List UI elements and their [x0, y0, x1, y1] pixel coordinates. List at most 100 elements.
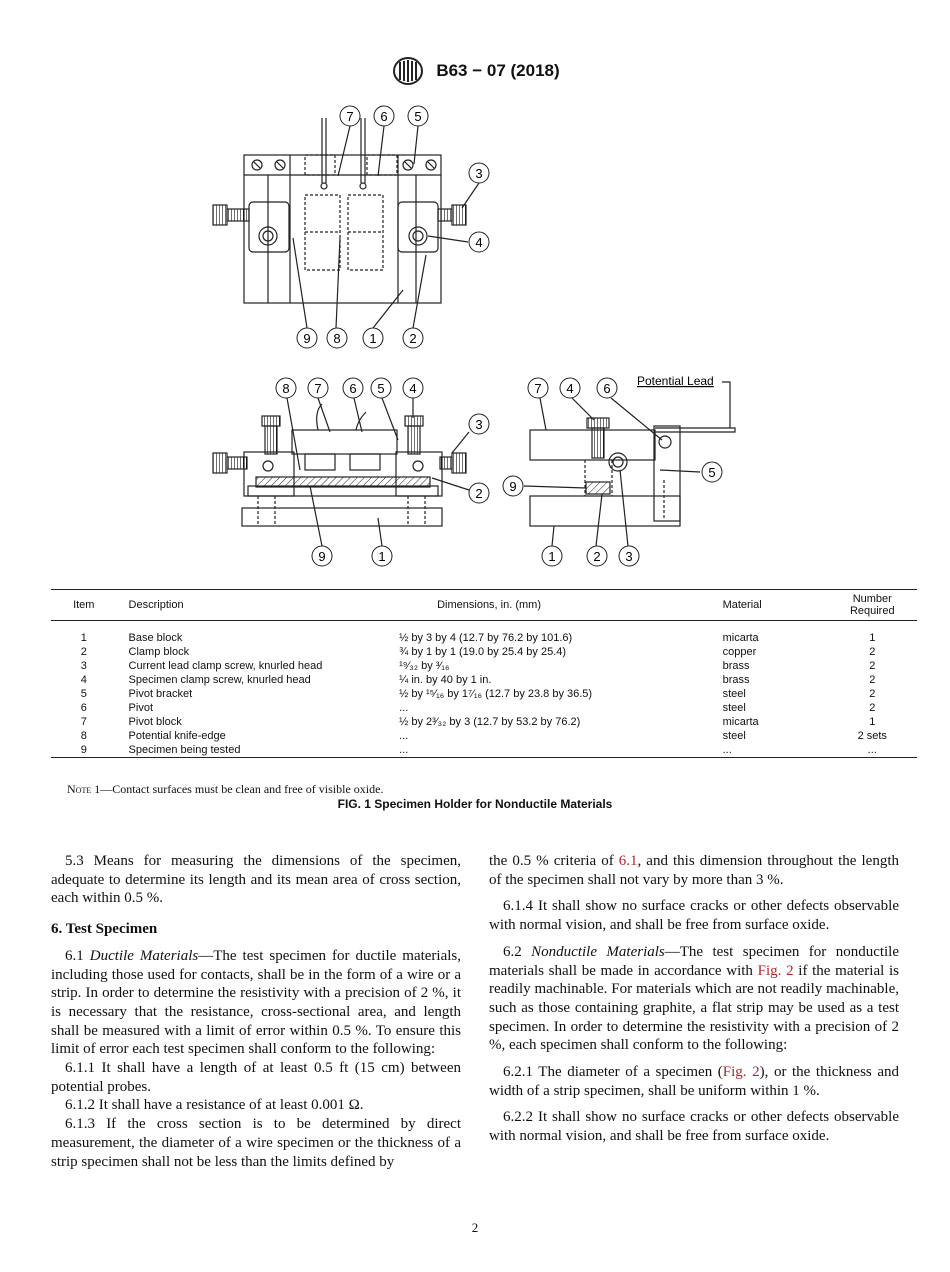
col-dimensions: Dimensions, in. (mm): [397, 589, 721, 621]
paragraph-6-1-1: 6.1.1 It shall have a length of at least…: [51, 1060, 461, 1095]
cell-material: steel: [722, 688, 746, 700]
cell-description: Potential knife-edge: [128, 730, 226, 742]
svg-text:8: 8: [333, 331, 340, 346]
callout-2: 2: [468, 482, 490, 504]
callout-8: 8: [326, 327, 348, 349]
callout-6: 6: [596, 377, 618, 399]
table-header-row: Item Description Dimensions, in. (mm) Ma…: [51, 589, 917, 621]
front-view-callouts: 8 7 6 5 4 3 2 9 1: [275, 377, 490, 567]
paragraph-6-2: 6.2 Nonductile Materials—The test specim…: [489, 943, 900, 1054]
svg-text:5: 5: [414, 109, 421, 124]
svg-text:8: 8: [282, 381, 289, 396]
section-6-1-link[interactable]: 6.1: [618, 853, 638, 869]
callout-8: 8: [275, 377, 297, 399]
fig-2-link[interactable]: Fig. 2: [722, 1064, 760, 1081]
cell-description: Specimen clamp screw, knurled head: [128, 674, 311, 686]
table-spacer: [51, 621, 917, 632]
col-item: Item: [51, 589, 117, 621]
svg-text:5: 5: [708, 465, 715, 480]
callout-6: 6: [373, 105, 395, 127]
side-view-leaders: [523, 381, 731, 547]
cell-description: Base block: [128, 632, 183, 644]
side-view-callouts: 7 4 6 5 9 1 2 3: [502, 377, 723, 567]
cell-item: 7: [80, 716, 87, 728]
cell-description: Pivot bracket: [128, 688, 193, 700]
cell-item: 1: [80, 632, 87, 644]
parts-table: Item Description Dimensions, in. (mm) Ma…: [51, 589, 917, 758]
callout-2: 2: [586, 545, 608, 567]
figure-note: Note 1—Contact surfaces must be clean an…: [67, 782, 384, 796]
top-view-callouts: 7 6 5 3 4 9 8 1 2: [296, 105, 490, 349]
callout-5: 5: [407, 105, 429, 127]
side-view: [529, 417, 736, 527]
svg-text:4: 4: [475, 235, 482, 250]
cell-item: 3: [80, 660, 87, 672]
left-column: 5.3 Means for measuring the dimensions o…: [51, 852, 461, 1171]
table-row: 1 Base block ½ by 3 by 4 (12.7 by 76.2 by …: [51, 631, 917, 645]
callout-7: 7: [339, 105, 361, 127]
cell-number: 2: [869, 688, 876, 700]
page-header: B63 − 07 (2018): [0, 56, 950, 86]
astm-logo: [393, 57, 424, 85]
front-view: [212, 403, 467, 527]
section-heading-6: 6. Test Specimen: [51, 921, 158, 938]
cell-material: steel: [722, 702, 746, 714]
callout-4: 4: [468, 231, 490, 253]
cell-item: 2: [80, 646, 87, 658]
standard-designation: B63 − 07 (2018): [436, 61, 560, 80]
callout-9: 9: [311, 545, 333, 567]
cell-number: 2: [869, 660, 876, 672]
cell-number: 1: [869, 716, 876, 728]
paragraph-6-1-4: 6.1.4 It shall show no surface cracks or…: [489, 898, 899, 934]
paragraph-6-1-3: 6.1.3 If the cross section is to be dete…: [51, 1116, 461, 1170]
svg-text:9: 9: [318, 549, 325, 564]
svg-text:3: 3: [625, 549, 632, 564]
callout-9: 9: [502, 475, 524, 497]
cell-number: 1: [869, 632, 876, 644]
callout-4: 4: [559, 377, 581, 399]
cell-number: ...: [827, 743, 917, 758]
svg-text:5: 5: [377, 381, 384, 396]
cell-item: 9: [51, 743, 117, 758]
callout-2: 2: [402, 327, 424, 349]
svg-text:9: 9: [509, 479, 516, 494]
cell-number: 2: [869, 702, 876, 714]
svg-text:7: 7: [534, 381, 541, 396]
callout-1: 1: [371, 545, 393, 567]
cell-item: 6: [80, 702, 87, 714]
svg-text:1: 1: [548, 549, 555, 564]
figure-caption: FIG. 1 Specimen Holder for Nonductile Ma…: [337, 797, 613, 811]
svg-text:1: 1: [378, 549, 385, 564]
svg-text:3: 3: [475, 417, 482, 432]
svg-text:1: 1: [369, 331, 376, 346]
paragraph-6-2-1: 6.2.1 The diameter of a specimen (Fig. 2…: [489, 1064, 899, 1099]
callout-6: 6: [342, 377, 364, 399]
cell-description: Clamp block: [128, 646, 190, 658]
paragraph-5-3: 5.3 Means for measuring the dimensions o…: [51, 853, 461, 907]
callout-5: 5: [370, 377, 392, 399]
paragraph-6-2-2: 6.2.2 It shall show no surface cracks or…: [489, 1109, 899, 1145]
paragraph-6-1-2: 6.1.2 It shall have a resistance of at l…: [65, 1097, 364, 1114]
svg-text:9: 9: [303, 331, 310, 346]
svg-text:6: 6: [380, 109, 387, 124]
fig-2-link[interactable]: Fig. 2: [757, 962, 794, 979]
cell-number: 2: [869, 646, 876, 658]
callout-4: 4: [402, 377, 424, 399]
cell-number: 2: [869, 674, 876, 686]
cell-dimensions: ½ by 3 by 4 (12.7 by 76.2 by 101.6): [399, 632, 573, 644]
cell-dimensions: ...: [399, 702, 409, 714]
svg-text:7: 7: [314, 381, 321, 396]
callout-1: 1: [362, 327, 384, 349]
cell-material: brass: [722, 660, 750, 672]
svg-text:2: 2: [409, 331, 416, 346]
right-column: the 0.5 % criteria of 6.1, and this dime…: [489, 852, 899, 1146]
callout-3: 3: [468, 162, 490, 184]
callout-5: 5: [701, 461, 723, 483]
